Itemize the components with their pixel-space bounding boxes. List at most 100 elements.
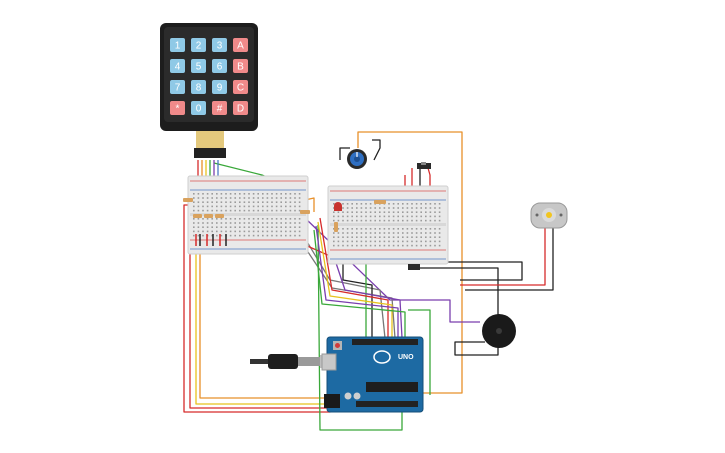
breadboard-hole [257, 201, 259, 203]
wire-purple-uno[interactable] [334, 259, 403, 339]
wire-bundle-purple[interactable] [315, 225, 399, 338]
keypad-key[interactable] [212, 101, 227, 115]
wire-black-under[interactable] [342, 262, 373, 338]
breadboard-hole [271, 193, 273, 195]
usb-port [321, 353, 337, 371]
keypad-key[interactable] [191, 38, 206, 52]
breadboard-hole [239, 226, 241, 228]
piezo-buzzer[interactable] [482, 314, 516, 348]
wire-black-buzzer[interactable] [410, 267, 499, 356]
breadboard-hole [220, 205, 223, 208]
wire-black-pot[interactable] [339, 147, 350, 160]
breadboard-hole [193, 226, 195, 228]
breadboard-hole [211, 230, 213, 233]
keypad-key[interactable] [233, 38, 248, 52]
breadboard-hole [275, 209, 278, 212]
breadboard-hole [197, 193, 200, 195]
transistor[interactable] [408, 264, 420, 270]
wire-black-motor[interactable] [465, 228, 554, 291]
breadboard-hole [434, 232, 436, 234]
slide-switch[interactable] [417, 162, 431, 169]
keypad-key[interactable] [170, 59, 185, 73]
breadboard-hole [197, 226, 200, 228]
keypad-key[interactable] [233, 59, 248, 73]
breadboard-hole [280, 234, 282, 237]
breadboard-hole [356, 215, 358, 218]
breadboard-left[interactable] [183, 175, 310, 255]
breadboard-hole [402, 228, 404, 230]
breadboard-hole [206, 193, 209, 195]
breadboard-hole [425, 215, 427, 218]
breadboard-hole [211, 193, 213, 195]
breadboard-hole [333, 211, 335, 213]
breadboard-hole [333, 207, 335, 209]
breadboard-hole [434, 244, 436, 247]
wire-bundle-green[interactable] [313, 229, 406, 338]
wire-black-right[interactable] [435, 261, 523, 281]
keypad-key[interactable] [170, 101, 185, 115]
breadboard-hole [415, 207, 418, 209]
wire-bundle-yellow[interactable] [317, 221, 393, 338]
breadboard-hole [342, 240, 344, 243]
led[interactable] [334, 202, 342, 211]
keypad-key-label: 4 [175, 62, 181, 73]
wire-bundle-red[interactable] [319, 217, 389, 338]
breadboard-hole [346, 236, 349, 238]
keypad-key[interactable] [212, 59, 227, 73]
breadboard-hole [333, 219, 335, 222]
keypad-key[interactable] [233, 101, 248, 115]
keypad-key[interactable] [212, 38, 227, 52]
breadboard-hole [220, 209, 223, 212]
keypad-key[interactable] [191, 80, 206, 94]
breadboard-hole [234, 193, 236, 195]
keypad-key[interactable] [191, 59, 206, 73]
breadboard-hole [425, 232, 427, 234]
keypad-key[interactable] [212, 80, 227, 94]
breadboard-hole [402, 219, 404, 222]
breadboard-hole [289, 209, 292, 212]
breadboard-hole [411, 211, 413, 213]
arduino-uno[interactable]: UNO [321, 336, 424, 413]
breadboard-hole [411, 232, 413, 234]
keypad-key-label: 0 [196, 104, 202, 115]
breadboard-hole [285, 201, 287, 203]
wire-green-uno-2[interactable] [408, 309, 431, 395]
breadboard-hole [216, 234, 218, 237]
breadboard-hole [351, 207, 353, 209]
breadboard-hole [429, 236, 432, 238]
breadboard-hole [356, 207, 358, 209]
breadboard-hole [229, 234, 232, 237]
breadboard-hole [379, 244, 381, 247]
breadboard-hole [262, 201, 264, 203]
breadboard-hole [434, 219, 436, 222]
keypad-key[interactable] [170, 80, 185, 94]
wire-black-pot-2[interactable] [372, 139, 381, 161]
dc-motor[interactable] [530, 202, 568, 229]
potentiometer[interactable] [347, 149, 367, 169]
breadboard-hole [425, 244, 427, 247]
wire-orange-loop[interactable] [357, 131, 463, 394]
breadboard-hole [438, 236, 441, 238]
breadboard-hole [383, 219, 386, 222]
keypad-key-label: A [237, 41, 244, 52]
breadboard-hole [220, 226, 223, 228]
breadboard-hole [360, 236, 363, 238]
keypad-key[interactable] [191, 101, 206, 115]
keypad-key[interactable] [170, 38, 185, 52]
breadboard-hole [356, 219, 358, 222]
wire-yellow-left[interactable] [195, 205, 355, 405]
keypad-key[interactable] [233, 80, 248, 94]
breadboard-hole [429, 240, 432, 243]
breadboard-hole [337, 232, 340, 234]
capacitor [344, 392, 352, 400]
breadboard-hole [379, 228, 381, 230]
breadboard-hole [206, 209, 209, 212]
breadboard-hole [211, 218, 213, 220]
keypad-key-label: 2 [196, 41, 202, 52]
breadboard-right[interactable] [327, 185, 449, 265]
breadboard-hole [239, 209, 241, 212]
wire-red-motor[interactable] [460, 228, 546, 286]
breadboard-hole [197, 205, 200, 208]
